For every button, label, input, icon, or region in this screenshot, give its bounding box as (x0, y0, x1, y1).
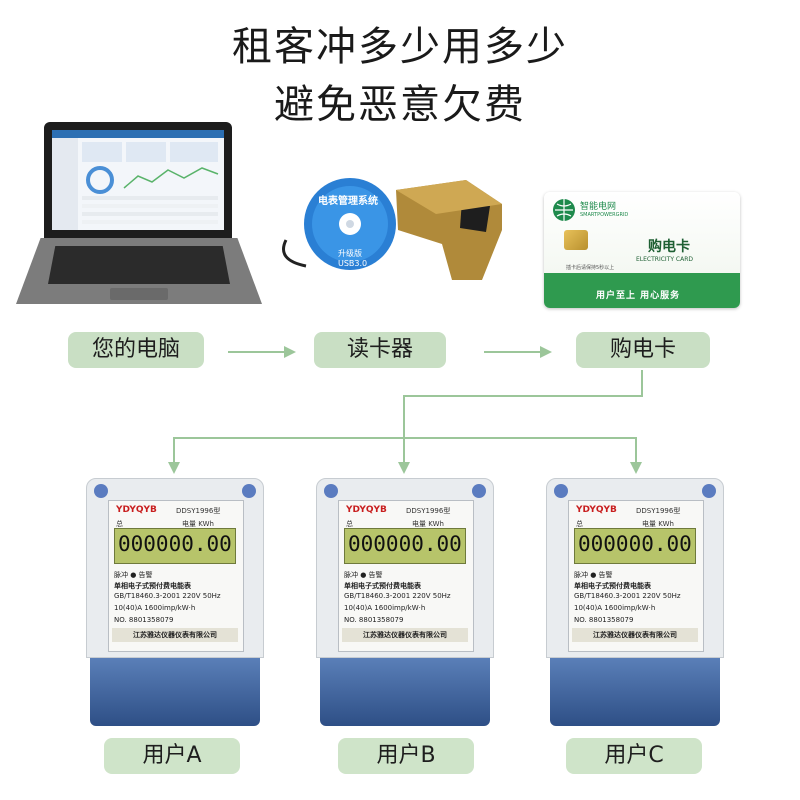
meter-user-b: YDYQYB DDSY1996型 总 电量 KWh 000000.00 脉冲 ●… (316, 478, 494, 730)
meter-rating: 10(40)A 1600imp/kW·h (574, 604, 656, 612)
connector-split-bar (173, 437, 637, 466)
meter-terminal-cover (550, 658, 720, 726)
meter-model: DDSY1996型 (636, 507, 681, 515)
dashboard-thumbnail (52, 130, 224, 230)
headline-line-1: 租客冲多少用多少 (232, 24, 568, 70)
disc-ring-text: 电表管理系统 (318, 196, 378, 207)
meter-face (338, 500, 474, 652)
meter-maker: 江苏雅达仪器仪表有限公司 (572, 628, 698, 642)
laptop-touchpad (110, 288, 168, 300)
card-subtitle: ELECTRICITY CARD (636, 256, 693, 263)
arrowhead-user-a (168, 462, 180, 474)
laptop-display (52, 130, 224, 230)
meter-screw-right (702, 484, 716, 498)
meter-reading: 000000.00 (348, 532, 462, 556)
meter-tag: 总 (346, 520, 353, 528)
computer-label: 您的电脑 (68, 332, 204, 368)
meter-model: DDSY1996型 (176, 507, 221, 515)
connector-card-to-user-b (403, 370, 643, 466)
disc-sub-2: USB3.0 (338, 259, 368, 268)
meter-rating: 10(40)A 1600imp/kW·h (114, 604, 196, 612)
meter-model: DDSY1996型 (406, 507, 451, 515)
card-footer: 用户至上 用心服务 (596, 291, 681, 301)
meter-maker: 江苏雅达仪器仪表有限公司 (342, 628, 468, 642)
disc-sub-1: 升级版 (338, 249, 362, 258)
meter-lcd (574, 528, 696, 564)
card-logo-text: 智能电网 (580, 202, 617, 212)
meter-brand: YDYQYB (576, 505, 617, 515)
meter-tag: 总 (116, 520, 123, 528)
meter-screw-right (242, 484, 256, 498)
laptop-keyboard (48, 246, 230, 284)
meter-face (568, 500, 704, 652)
arrowhead-2 (540, 346, 552, 358)
card-title: 购电卡 (648, 239, 690, 255)
card-logo-sub: SMARTPOWERGRID (580, 212, 629, 218)
meter-pulse: 脉冲 ● 告警 (574, 571, 613, 579)
meter-standard: GB/T18460.3-2001 220V 50Hz (574, 592, 681, 600)
software-disc (304, 178, 396, 270)
reader-label: 读卡器 (314, 332, 446, 368)
arrowhead-user-b (398, 462, 410, 474)
card-label: 购电卡 (576, 332, 710, 368)
meter-serial: NO. 8801358079 (344, 616, 404, 624)
meter-unit: 电量 KWh (182, 520, 214, 528)
meter-screw-left (554, 484, 568, 498)
meter-unit: 电量 KWh (412, 520, 444, 528)
meter-reading: 000000.00 (118, 532, 232, 556)
meter-user-a: YDYQYB DDSY1996型 总 电量 KWh 000000.00 脉冲 ●… (86, 478, 264, 730)
meter-lcd (344, 528, 466, 564)
meter-maker: 江苏雅达仪器仪表有限公司 (112, 628, 238, 642)
meter-brand: YDYQYB (116, 505, 157, 515)
arrowhead-1 (284, 346, 296, 358)
user-a-label: 用户A (104, 738, 240, 774)
meter-terminal-cover (320, 658, 490, 726)
electricity-card-image: 智能电网 SMARTPOWERGRID 购电卡 ELECTRICITY CARD… (544, 192, 740, 308)
meter-standard: GB/T18460.3-2001 220V 50Hz (344, 592, 451, 600)
meter-rating: 10(40)A 1600imp/kW·h (344, 604, 426, 612)
meter-serial: NO. 8801358079 (574, 616, 634, 624)
meter-serial: NO. 8801358079 (114, 616, 174, 624)
meter-unit: 电量 KWh (642, 520, 674, 528)
meter-screw-left (324, 484, 338, 498)
meter-type: 单相电子式预付费电能表 (114, 582, 191, 590)
user-c-label: 用户C (566, 738, 702, 774)
meter-type: 单相电子式预付费电能表 (574, 582, 651, 590)
meter-pulse: 脉冲 ● 告警 (344, 571, 383, 579)
reader-device (396, 180, 502, 280)
usb-cable (282, 239, 307, 268)
meter-terminal-cover (90, 658, 260, 726)
meter-tag: 总 (576, 520, 583, 528)
meter-type: 单相电子式预付费电能表 (344, 582, 421, 590)
grid-logo-icon (553, 199, 575, 221)
meter-lcd (114, 528, 236, 564)
headline-line-2: 避免恶意欠费 (274, 82, 526, 128)
meter-user-c: YDYQYB DDSY1996型 总 电量 KWh 000000.00 脉冲 ●… (546, 478, 724, 730)
meter-brand: YDYQYB (346, 505, 387, 515)
card-reader-image (282, 178, 502, 280)
meter-screw-right (472, 484, 486, 498)
card-note: 插卡后请保持5秒以上 (566, 265, 615, 271)
meter-screw-left (94, 484, 108, 498)
meter-reading: 000000.00 (578, 532, 692, 556)
meter-face (108, 500, 244, 652)
card-chip (564, 230, 588, 250)
meter-pulse: 脉冲 ● 告警 (114, 571, 153, 579)
user-b-label: 用户B (338, 738, 474, 774)
arrowhead-user-c (630, 462, 642, 474)
meter-standard: GB/T18460.3-2001 220V 50Hz (114, 592, 221, 600)
